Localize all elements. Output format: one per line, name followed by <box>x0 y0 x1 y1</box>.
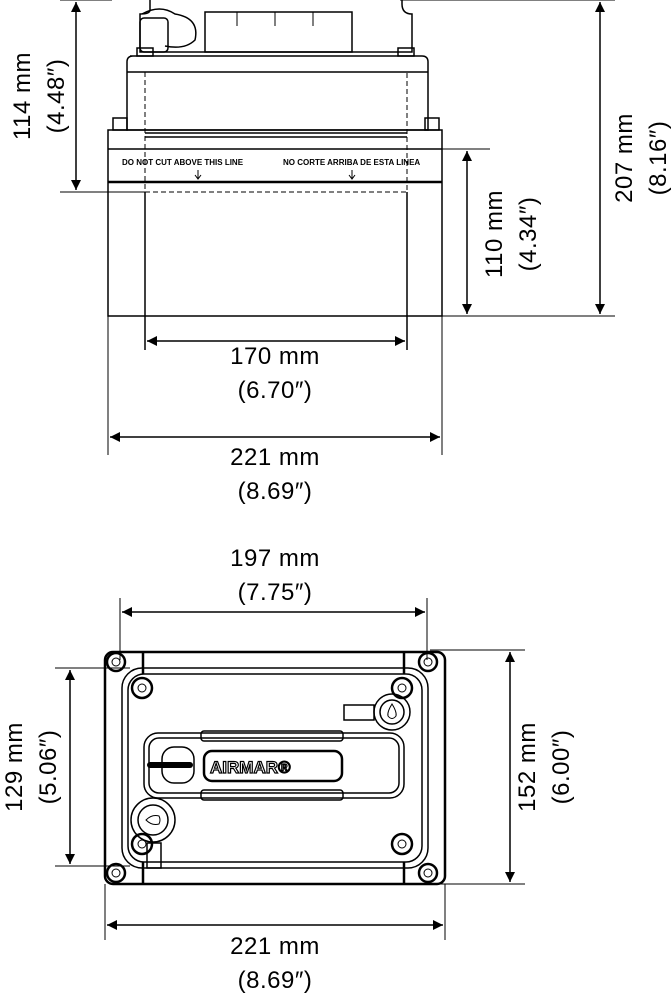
cut-warning-en: DO NOT CUT ABOVE THIS LINE <box>122 158 244 167</box>
dim-221-top-in: (8.69″) <box>238 967 313 994</box>
screws <box>105 651 439 884</box>
dim-221-side-in: (8.69″) <box>238 478 313 505</box>
housing-body: DO NOT CUT ABOVE THIS LINE NO CORTE ARRI… <box>107 72 443 350</box>
dim-221-top-mm: 221 mm <box>230 933 320 960</box>
dim-129-mm: 129 mm <box>1 722 28 812</box>
dim-152-mm: 152 mm <box>514 722 541 812</box>
dim-114-in: (4.48″) <box>43 59 70 134</box>
dim-129-in: (5.06″) <box>35 730 62 805</box>
dim-197-in: (7.75″) <box>238 579 313 606</box>
dim-110-mm: 110 mm <box>481 190 508 278</box>
top-view: 197 mm (7.75″) <box>1 545 575 994</box>
dim-114-mm: 114 mm <box>9 52 36 140</box>
side-view: DO NOT CUT ABOVE THIS LINE NO CORTE ARRI… <box>9 0 672 505</box>
dim-197-mm: 197 mm <box>230 545 320 572</box>
plug-right <box>343 693 411 731</box>
dim-221-side-mm: 221 mm <box>230 444 320 471</box>
dim-207-in: (8.16″) <box>645 121 672 196</box>
plug-left <box>130 797 176 869</box>
dim-152-in: (6.00″) <box>548 730 575 805</box>
cut-warning-es: NO CORTE ARRIBA DE ESTA LINEA <box>283 158 420 167</box>
airmar-logo: AIRMAR® <box>210 758 291 777</box>
housing-top <box>112 0 440 131</box>
dim-170-mm: 170 mm <box>230 343 320 370</box>
sensor-bar: AIRMAR® <box>143 730 405 801</box>
dim-110-in: (4.34″) <box>515 197 542 272</box>
dim-170-in: (6.70″) <box>238 377 313 404</box>
dim-207-mm: 207 mm <box>611 113 638 203</box>
